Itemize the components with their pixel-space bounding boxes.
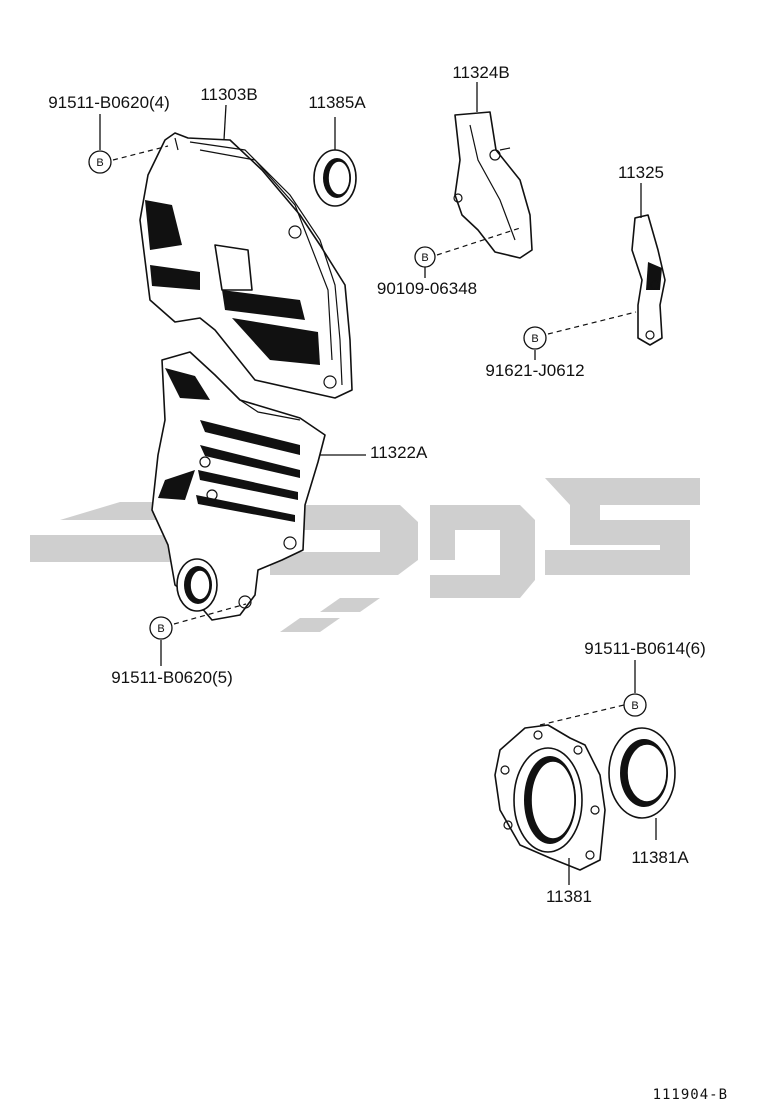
svg-text:B: B <box>631 700 638 712</box>
label-91511-B0614-6: 91511-B0614(6) <box>584 639 706 658</box>
timing-cover-upper-11303B <box>139 132 353 399</box>
label-11322A: 11322A <box>370 443 428 462</box>
bolt-marker-2: B <box>414 246 436 268</box>
label-91511-B0620-4: 91511-B0620(4) <box>48 93 170 112</box>
diagram-code: 111904-B <box>653 1087 728 1103</box>
label-11385A: 11385A <box>308 93 366 112</box>
timing-cover-lower-11322A <box>151 351 326 621</box>
watermark-logo <box>30 478 700 632</box>
label-11325: 11325 <box>618 163 664 182</box>
label-90109-06348: 90109-06348 <box>377 279 477 298</box>
bolt-dashed-lines <box>112 145 637 726</box>
label-11381: 11381 <box>546 887 592 906</box>
oil-seal-11385A <box>313 149 357 207</box>
svg-text:B: B <box>96 157 103 169</box>
leader-lines <box>99 82 657 885</box>
svg-text:B: B <box>531 333 538 345</box>
bolt-marker-1: B <box>88 150 112 174</box>
label-11303B: 11303B <box>200 85 257 104</box>
bolt-marker-4: B <box>149 616 173 640</box>
label-11381A: 11381A <box>631 848 689 867</box>
label-91511-B0620-5: 91511-B0620(5) <box>111 668 233 687</box>
oil-seal-11381A <box>608 727 676 819</box>
cover-bracket-11324B <box>453 111 533 259</box>
bolt-marker-3: B <box>523 326 547 350</box>
svg-text:B: B <box>421 252 428 264</box>
label-11324B: 11324B <box>452 63 509 82</box>
label-91621-J0612: 91621-J0612 <box>485 361 584 380</box>
svg-text:B: B <box>157 623 164 635</box>
bolt-marker-5: B <box>623 693 647 717</box>
cover-bracket-11325 <box>631 214 666 346</box>
seal-retainer-11381 <box>494 724 606 871</box>
